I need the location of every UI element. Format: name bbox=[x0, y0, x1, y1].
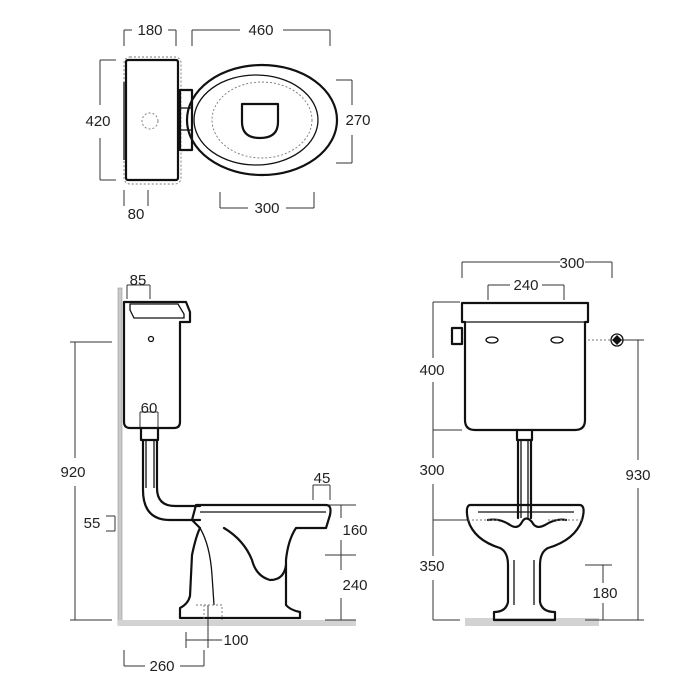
dim-label: 45 bbox=[314, 470, 331, 487]
dim-label: 240 bbox=[342, 577, 367, 594]
dim-label: 85 bbox=[130, 272, 147, 289]
bowl-rim-top bbox=[185, 63, 339, 177]
dim-top-seat-opening: 300 bbox=[219, 192, 315, 217]
dim-label: 300 bbox=[559, 255, 584, 272]
top-view: 180 460 420 270 80 300 bbox=[85, 22, 370, 223]
dim-front-tank-width: 300 bbox=[461, 255, 613, 278]
dim-side-flush-pipe: 60 bbox=[139, 400, 159, 428]
flush-button-top bbox=[141, 112, 159, 130]
flush-lever-front bbox=[450, 326, 464, 346]
dim-front-left-stack: 400 300 350 bbox=[419, 301, 468, 621]
dim-label: 180 bbox=[592, 585, 617, 602]
dim-label: 300 bbox=[419, 462, 444, 479]
dim-label: 420 bbox=[85, 113, 110, 130]
cistern-top bbox=[124, 58, 180, 182]
cistern-side bbox=[122, 300, 192, 430]
dim-top-tank-width: 180 bbox=[123, 22, 177, 46]
dim-label: 180 bbox=[137, 22, 162, 39]
dim-label: 270 bbox=[345, 112, 370, 129]
bowl-opening bbox=[240, 102, 280, 140]
front-view: 300 240 400 300 350 930 180 bbox=[419, 255, 651, 626]
side-view: 85 920 55 60 45 160 240 10 bbox=[60, 272, 367, 675]
dim-side-wall-distance: 260 bbox=[123, 650, 205, 675]
dim-side-outlet-height: 55 bbox=[84, 515, 116, 532]
dim-front-inlet-height: 180 bbox=[585, 564, 618, 621]
dim-label: 400 bbox=[419, 362, 444, 379]
water-inlet bbox=[610, 333, 624, 347]
dim-front-tank-inner: 240 bbox=[487, 277, 565, 300]
cistern-button-left bbox=[485, 336, 499, 344]
lever-side bbox=[147, 335, 155, 343]
bowl-front bbox=[465, 503, 585, 622]
dim-side-outlet-rise: 45 bbox=[312, 470, 331, 500]
dim-top-depth: 420 bbox=[85, 59, 116, 181]
dim-front-total-height: 930 bbox=[612, 339, 651, 621]
dim-label: 260 bbox=[149, 658, 174, 675]
dim-label: 240 bbox=[513, 277, 538, 294]
dim-side-bowl-heights: 160 240 bbox=[325, 504, 368, 621]
dim-side-total-height: 920 bbox=[60, 341, 112, 621]
dim-label: 160 bbox=[342, 522, 367, 539]
floor bbox=[118, 620, 356, 626]
flush-pipe-side bbox=[139, 426, 160, 442]
seat-outline bbox=[193, 74, 319, 166]
dim-label: 60 bbox=[141, 400, 158, 417]
dim-label: 920 bbox=[60, 464, 85, 481]
dim-label: 350 bbox=[419, 558, 444, 575]
floor-front bbox=[465, 618, 599, 626]
cistern-front bbox=[460, 301, 590, 432]
dim-label: 930 bbox=[625, 467, 650, 484]
bowl-side bbox=[178, 503, 332, 620]
dim-side-outlet-center: 100 bbox=[185, 605, 249, 649]
dim-top-bowl-width: 270 bbox=[336, 79, 371, 164]
flush-pipe-front bbox=[515, 428, 534, 442]
dim-top-bowl-length: 460 bbox=[191, 22, 331, 46]
dim-top-tank-offset: 80 bbox=[123, 190, 149, 223]
dim-label: 300 bbox=[254, 200, 279, 217]
dim-label: 80 bbox=[128, 206, 145, 223]
dim-label: 55 bbox=[84, 515, 101, 532]
dim-label: 460 bbox=[248, 22, 273, 39]
dim-label: 100 bbox=[223, 632, 248, 649]
wall bbox=[117, 287, 123, 626]
dim-side-tank-top: 85 bbox=[126, 272, 151, 299]
cistern-button-right bbox=[550, 336, 564, 344]
